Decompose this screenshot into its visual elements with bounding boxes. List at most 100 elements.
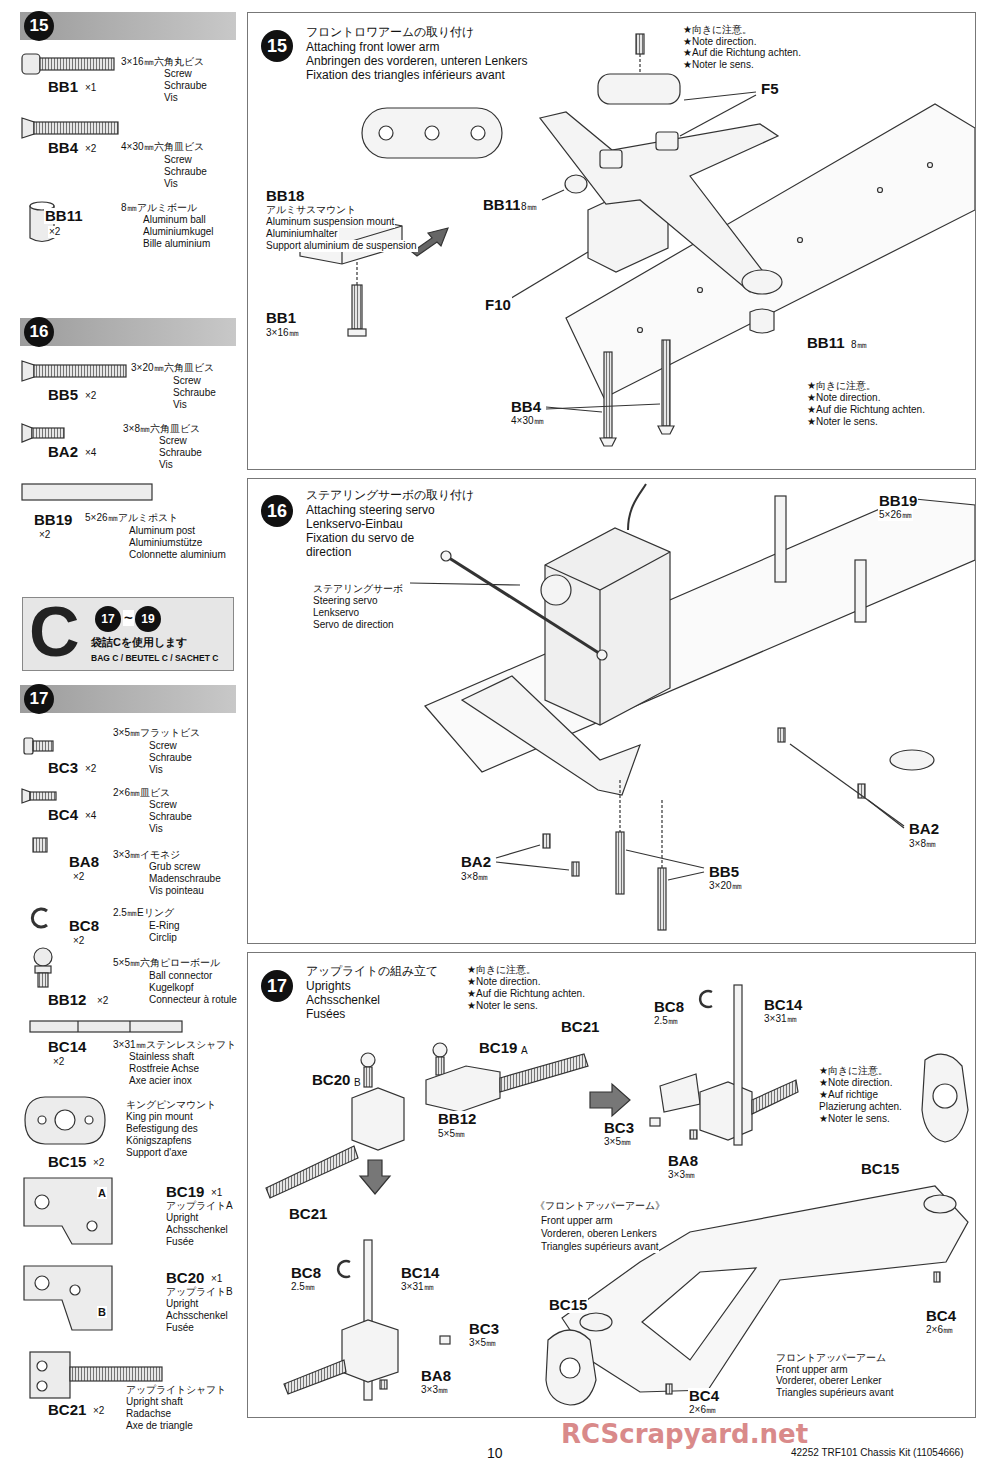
part-description: ×2 (72, 935, 85, 947)
part-description: Vis pointeau (148, 885, 205, 897)
front-upper-arm (562, 1186, 968, 1392)
part-description: Schraube (163, 80, 208, 92)
part-description: ×2 (52, 1056, 65, 1068)
callout-text: 3×3㎜ (667, 1169, 696, 1181)
ball-thread (436, 1057, 444, 1075)
part-description: Colonnette aluminium (128, 549, 227, 561)
stainless-shaft (30, 1021, 182, 1032)
part-description: ×2 (84, 143, 97, 155)
part-code: BA2 (47, 444, 79, 460)
king-pin-mount (25, 1097, 105, 1144)
ball-hex (35, 966, 51, 973)
callout-text: ステアリングサーボ (312, 583, 404, 595)
callout-text: Triangles supérieurs avant (540, 1240, 659, 1253)
lower-arm (540, 112, 778, 292)
callout-text: 3×31㎜ (400, 1281, 435, 1293)
grub-screw (690, 1130, 697, 1139)
part-description: 3×20㎜六角皿ビス (130, 362, 215, 374)
hole (928, 163, 933, 168)
callout-text: ★Auf die Richtung achten. (682, 47, 802, 59)
part-description: 3×3㎜イモネジ (112, 849, 181, 861)
rod-end (441, 551, 451, 561)
part-code: BC4 (688, 1388, 720, 1404)
node-text: Attaching front lower arm (306, 40, 439, 54)
step-panel: ステアリングサーボの取り付けAttaching steering servoLe… (247, 478, 976, 944)
screw (352, 285, 362, 329)
callout-text: アルミサスマウント (265, 204, 357, 216)
part-description: ×2 (84, 763, 97, 775)
collar (600, 150, 622, 168)
screw (636, 34, 644, 54)
part-description: ×2 (38, 529, 51, 541)
leader-line (668, 872, 704, 880)
callout-text: 3×8㎜ (908, 838, 937, 850)
part-description: アップライトシャフト (125, 1384, 227, 1396)
part-description: Schraube (163, 166, 208, 178)
part-description: ×2 (96, 995, 109, 1007)
screw-head (22, 424, 32, 442)
part-description: Achsschenkel (165, 1310, 229, 1322)
servo-wire (628, 484, 646, 530)
hole (70, 1285, 80, 1295)
callout-text: Support aluminium de suspension (265, 240, 418, 252)
part-description: ×1 (210, 1273, 223, 1285)
part-description: ×2 (72, 871, 85, 883)
part-description: 3×8㎜六角皿ビス (122, 423, 201, 435)
callout-text: Aluminum suspension mount (265, 216, 395, 228)
step-range-number: 19 (135, 606, 161, 632)
screw-shaft (40, 58, 114, 70)
part-description: Schraube (172, 387, 217, 399)
king-pin-mount (924, 1195, 956, 1213)
upright-arm (426, 1066, 500, 1112)
part-letter: B (97, 1306, 107, 1318)
leader-line (626, 850, 704, 868)
page-number: 10 (486, 1445, 504, 1461)
screw-shaft (33, 741, 53, 751)
part-description: 3×16㎜六角丸ビス (120, 56, 205, 68)
part-description: Aluminiumstütze (128, 537, 203, 549)
rod-end (597, 650, 607, 660)
callout-text: 4×30㎜ (510, 415, 545, 427)
callout-text: Lenkservo (312, 607, 360, 619)
part-description: Upright (165, 1212, 199, 1224)
upright-shaft (70, 1367, 162, 1381)
king-pin-mount-outline (922, 1054, 968, 1142)
screw-head (22, 118, 34, 138)
ball-thread (38, 973, 48, 987)
part-description: E-Ring (148, 920, 181, 932)
part-description: ×2 (92, 1405, 105, 1417)
grub-screw (380, 1380, 387, 1389)
part-code: BA2 (460, 854, 492, 870)
leader-line (410, 583, 520, 585)
callout-text: ★Note direction. (682, 36, 757, 48)
upright-shaft-block (30, 1352, 70, 1398)
screw-head (600, 438, 616, 446)
part-code: BB11 (806, 335, 846, 351)
part-description: Axe acier inox (128, 1075, 193, 1087)
part-description: Vis (148, 764, 164, 776)
arm-cutout (642, 1268, 756, 1360)
move-arrow (360, 1160, 390, 1194)
part-code: BB1 (47, 79, 79, 95)
callout-text: 3×8㎜ (460, 871, 489, 883)
part-code: BC20 (311, 1072, 351, 1088)
upright-block (352, 1088, 404, 1150)
callout-text: ★Auf die Richtung achten. (466, 988, 586, 1000)
hole (933, 1084, 957, 1108)
part-description: Upright shaft (125, 1396, 184, 1408)
hole (878, 188, 883, 193)
part-description: Screw (172, 375, 202, 387)
screw-shaft (32, 428, 64, 438)
upright-shaft (500, 1054, 588, 1092)
part-description: Screw (163, 154, 193, 166)
upright-block (700, 1082, 752, 1140)
node-heading: 16 (24, 317, 54, 347)
step-number: 16 (261, 495, 293, 527)
callout-text: A (520, 1045, 529, 1057)
hole (87, 1221, 97, 1231)
step-bar: 15 (20, 12, 236, 40)
screw (658, 868, 666, 930)
part-code: BB11 (482, 197, 522, 213)
callout-text: 《フロントアッパーアーム》 (534, 1200, 666, 1212)
steering-servo-drawing (410, 484, 975, 930)
